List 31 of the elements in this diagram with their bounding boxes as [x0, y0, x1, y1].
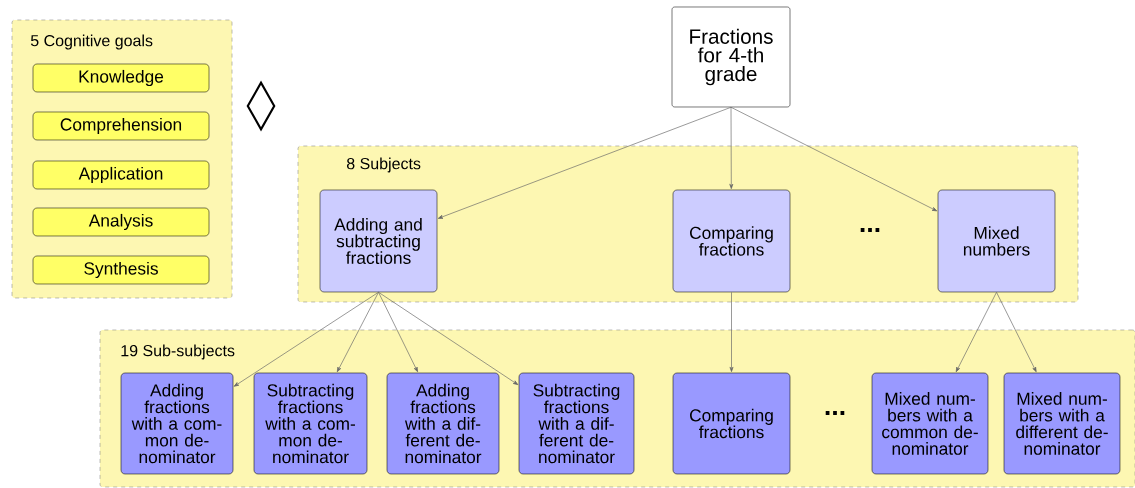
arrow [730, 106, 938, 212]
subtopic-box: Comparing fractions [672, 372, 791, 475]
subject-box: Mixed numbers [937, 189, 1056, 293]
arrow [996, 291, 1037, 373]
group-title: 5 Cognitive goals [30, 34, 153, 50]
goal-box: Analysis [32, 207, 210, 237]
arrow [336, 291, 379, 373]
topic-box: Fractions for 4-th grade [671, 6, 791, 108]
ellipsis: ... [860, 228, 880, 232]
goal-box: Comprehension [32, 111, 210, 141]
goal-box: Knowledge [32, 63, 210, 93]
goal-box: Application [32, 160, 210, 190]
arrow [955, 291, 997, 373]
subject-box: Adding and subtracting fractions [319, 189, 438, 293]
arrow [378, 291, 519, 385]
arrow [437, 106, 732, 219]
group-title: 8 Subjects [346, 157, 421, 173]
arrow [378, 291, 418, 373]
group-title: 19 Sub-subjects [121, 344, 235, 360]
subtopic-box: Subtracting fractions with a dif- ferent de- nominator [518, 372, 635, 475]
subtopic-box: Subtracting fractions with a com- mon de- nominator [253, 372, 368, 475]
ellipsis: ... [825, 411, 845, 415]
subtopic-box: Adding fractions with a dif- ferent de- nominator [386, 372, 500, 475]
goal-box: Synthesis [32, 255, 210, 285]
subtopic-box: Adding fractions with a com- mon de- nominator [120, 372, 234, 475]
arrow [729, 106, 734, 190]
arrow [233, 291, 379, 387]
subtopic-box: Mixed num- bers with a common de- nominator [871, 372, 989, 475]
subject-box: Comparing fractions [672, 189, 791, 293]
subtopic-box: Mixed num- bers with a different de- nominator [1003, 372, 1121, 475]
arrow [729, 291, 734, 373]
